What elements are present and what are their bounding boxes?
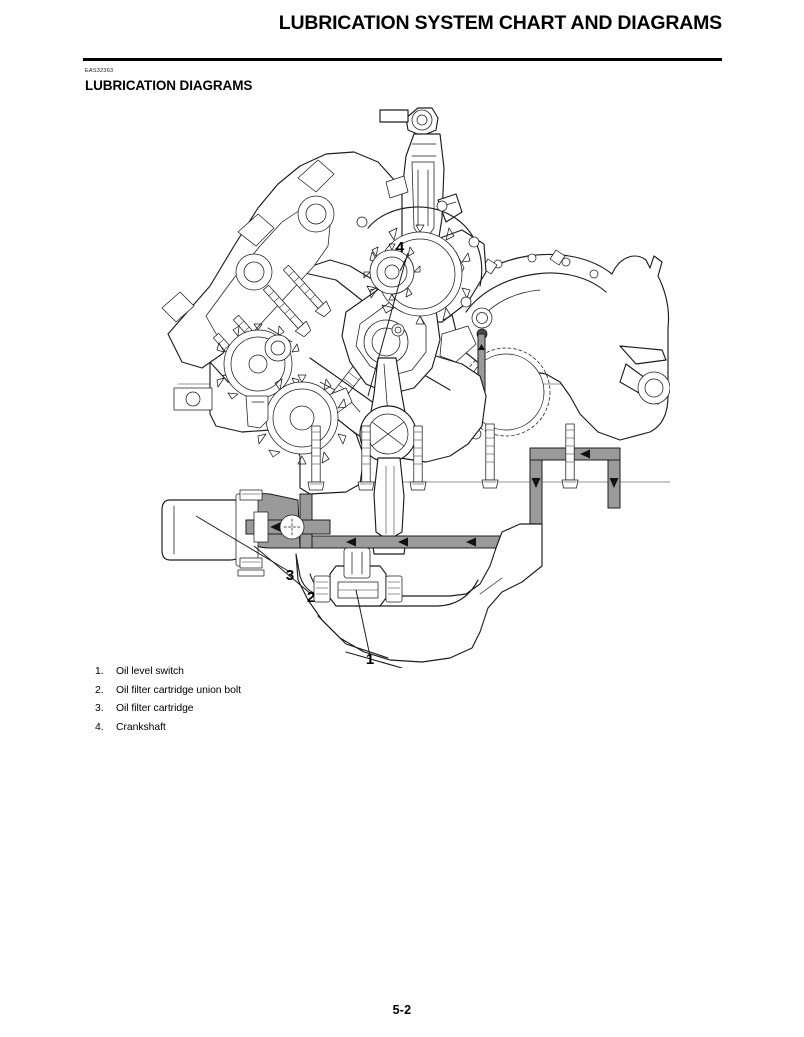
- callout-4-number: 4: [396, 239, 405, 256]
- callout-1-number: 1: [366, 651, 374, 668]
- running-header-title: LUBRICATION SYSTEM CHART AND DIAGRAMS: [278, 12, 722, 34]
- legend-item: 2. Oil filter cartridge union bolt: [95, 682, 241, 701]
- legend-item-label: Oil filter cartridge union bolt: [116, 684, 241, 696]
- callout-4: 4: [367, 239, 409, 397]
- section-heading: LUBRICATION DIAGRAMS: [85, 78, 253, 93]
- crankshaft-drive-gear: [356, 200, 483, 337]
- rear-cylinder-and-conrod: [341, 283, 441, 555]
- legend-item-number: 2.: [95, 684, 104, 696]
- legend-item: 3. Oil filter cartridge: [95, 700, 241, 719]
- legend-item-number: 4.: [95, 721, 104, 733]
- front-cylinder-head-assembly: [161, 107, 487, 438]
- oil-filter-cartridge: [161, 499, 243, 561]
- cam-chain-tensioner: [379, 107, 463, 273]
- callout-3-number: 3: [286, 567, 294, 584]
- crankcase-cover-assembly: [443, 249, 670, 441]
- legend-item-number: 3.: [95, 703, 104, 714]
- page-number: 5-2: [392, 1003, 412, 1017]
- oil-level-switch: [313, 547, 403, 607]
- figure-legend: 1. Oil level switch 2. Oil filter cartri…: [95, 663, 241, 737]
- callout-1: 1: [355, 589, 374, 668]
- legend-item: 1. Oil level switch: [95, 663, 241, 682]
- legend-item-number: 1.: [95, 666, 104, 677]
- engine-cross-section-drawing: .ln { fill:none; stroke:#1d1d1d; stroke-…: [161, 107, 670, 668]
- callout-2-number: 2: [307, 589, 315, 606]
- legend-item-label: Oil level switch: [116, 666, 184, 677]
- oil-filter-union-bolt: [235, 489, 331, 577]
- section-reference-code: EAS32363: [85, 68, 114, 74]
- lubrication-diagram-figure: .ln { fill:none; stroke:#1d1d1d; stroke-…: [150, 96, 670, 668]
- legend-item: 4. Crankshaft: [95, 719, 241, 738]
- legend-item-label: Oil filter cartridge: [116, 703, 194, 714]
- header-rule: [83, 58, 722, 61]
- legend-item-label: Crankshaft: [116, 721, 166, 733]
- callout-2: 2: [253, 545, 315, 606]
